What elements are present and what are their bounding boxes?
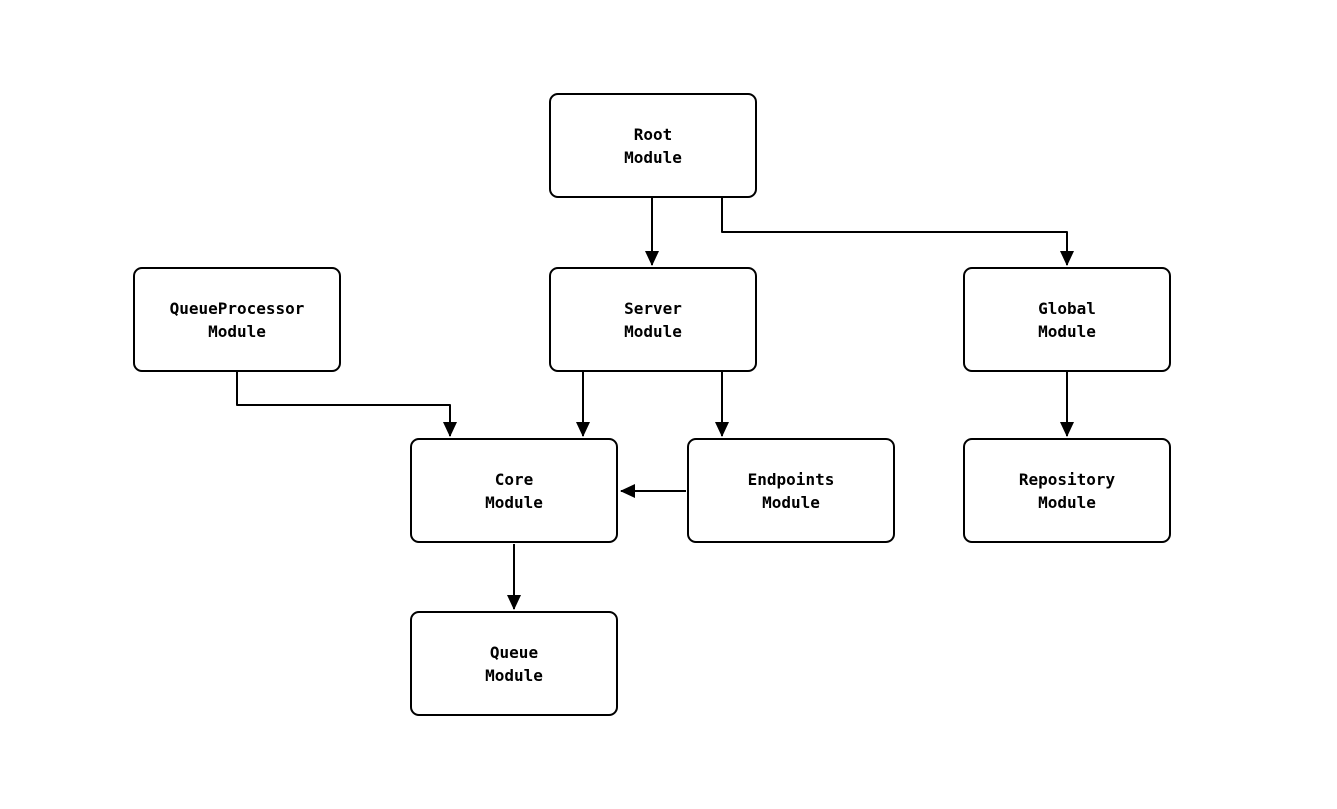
node-label-line: Module [624,147,682,167]
node-label-line: Module [762,492,820,512]
node-queue-module: Queue Module [410,611,618,716]
node-label-line: Root [633,124,673,144]
node-label-line: Module [1038,492,1096,512]
node-label-line: Server [624,298,682,318]
node-label-line: QueueProcessor [169,298,305,318]
node-endpoints-module: Endpoints Module [687,438,895,543]
node-label-line: Module [485,665,543,685]
node-root-module: Root Module [549,93,757,198]
node-server-module: Server Module [549,267,757,372]
node-core-module: Core Module [410,438,618,543]
node-global-module: Global Module [963,267,1171,372]
node-label-line: Module [485,492,543,512]
edge-queueprocessor-to-core [236,372,457,437]
node-label-line: Repository [1018,469,1116,489]
node-label-line: Queue [489,642,539,662]
node-label-line: Endpoints [747,469,835,489]
edge-root-to-global [721,198,1074,266]
node-queueprocessor-module: QueueProcessor Module [133,267,341,372]
node-label-line: Module [208,321,266,341]
node-label-line: Global [1038,298,1096,318]
node-label-line: Module [624,321,682,341]
node-label-line: Module [1038,321,1096,341]
node-repository-module: Repository Module [963,438,1171,543]
node-label-line: Core [494,469,534,489]
